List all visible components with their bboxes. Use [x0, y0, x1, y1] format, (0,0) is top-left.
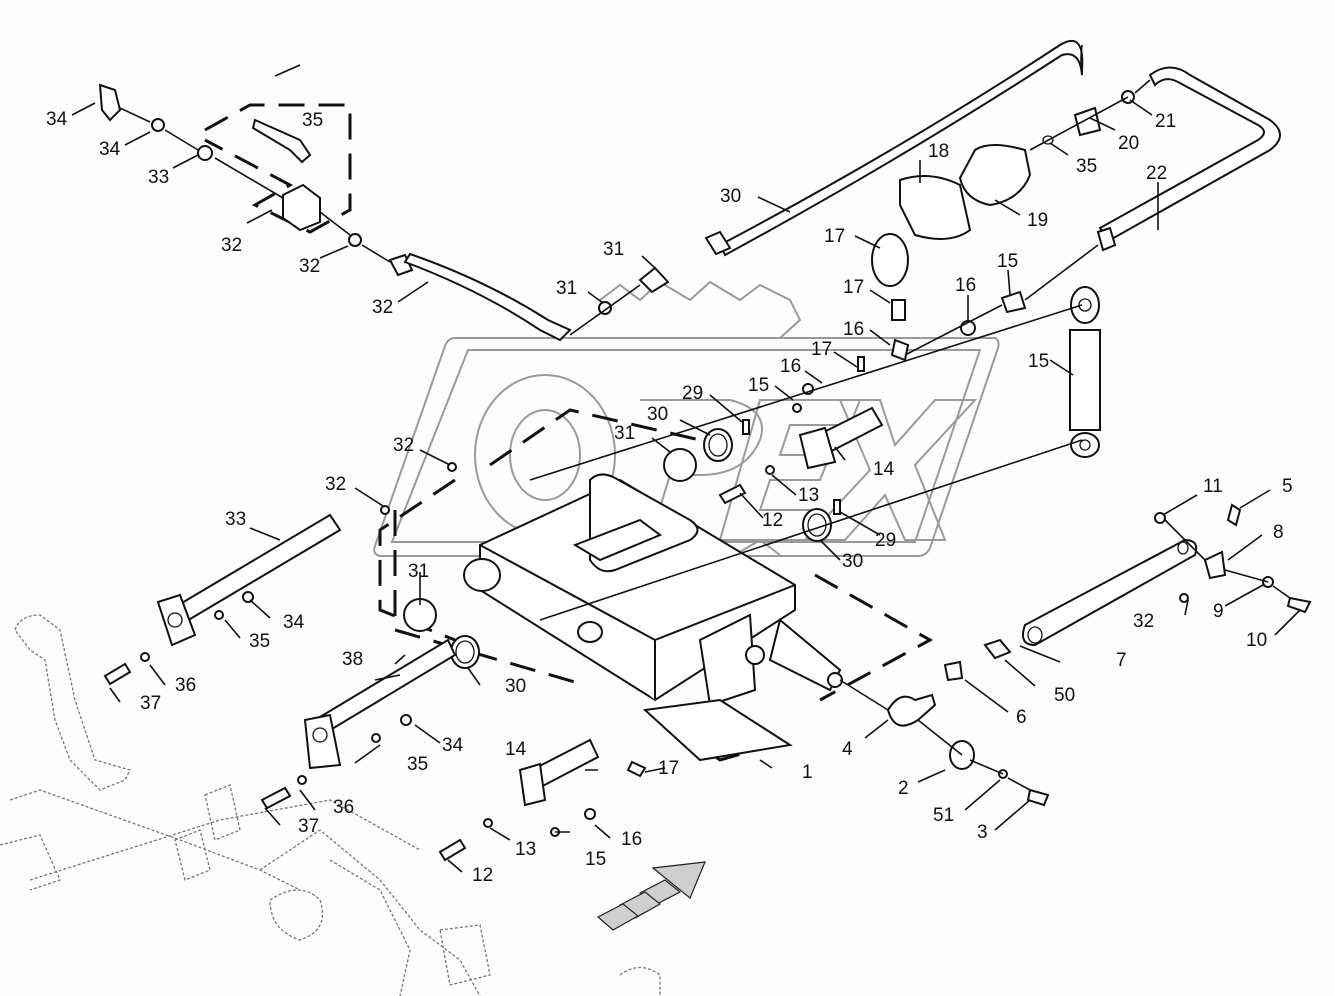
- callout-51[interactable]: 51: [933, 805, 955, 826]
- callout-5[interactable]: 5: [1282, 476, 1293, 497]
- callout-49[interactable]: 35: [1076, 156, 1098, 177]
- callout-19[interactable]: 15: [997, 251, 1019, 272]
- callout-24[interactable]: 18: [928, 141, 950, 162]
- direction-arrow-icon: [596, 861, 706, 931]
- callout-25[interactable]: 19: [1027, 210, 1049, 231]
- callout-18[interactable]: 15: [1028, 351, 1050, 372]
- callout-30-middle[interactable]: 30: [842, 551, 864, 572]
- callout-leader-lines: [71, 64, 1301, 873]
- callout-47[interactable]: 34: [46, 109, 68, 130]
- callout-9[interactable]: 9: [1213, 601, 1224, 622]
- pins-14: [380, 356, 884, 862]
- callout-12-upper[interactable]: 12: [762, 510, 784, 531]
- callout-29-upper[interactable]: 29: [682, 383, 704, 404]
- callout-29-lower[interactable]: 29: [875, 530, 897, 551]
- callout-30-upper[interactable]: 30: [647, 404, 669, 425]
- callout-31-lower[interactable]: 31: [408, 561, 430, 582]
- callout-32-right[interactable]: 32: [1133, 611, 1155, 632]
- callout-27[interactable]: 21: [1155, 111, 1177, 132]
- callout-17-lower[interactable]: 17: [658, 758, 680, 779]
- callout-36-upper[interactable]: 36: [175, 675, 197, 696]
- callout-16-upper[interactable]: 16: [780, 356, 802, 377]
- callout-14-lower[interactable]: 14: [505, 739, 527, 760]
- callout-45[interactable]: 33: [148, 167, 170, 188]
- callout-42[interactable]: 32: [372, 297, 394, 318]
- callout-11[interactable]: 11: [1203, 476, 1223, 497]
- hydraulic-lines: [348, 39, 1281, 362]
- callout-21[interactable]: 16: [843, 319, 865, 340]
- callout-46[interactable]: 34: [99, 139, 121, 160]
- callout-28[interactable]: 22: [1146, 163, 1168, 184]
- link-arm: [839, 503, 1312, 807]
- callout-34-lower[interactable]: 34: [442, 735, 464, 756]
- opex-watermark: [373, 280, 1000, 562]
- callout-26[interactable]: 20: [1118, 133, 1140, 154]
- callout-16-lower[interactable]: 16: [621, 829, 643, 850]
- callout-38[interactable]: 38: [342, 649, 364, 670]
- callout-43[interactable]: 32: [299, 256, 321, 277]
- callout-48[interactable]: 35: [302, 110, 324, 131]
- callout-37-lower[interactable]: 37: [298, 816, 320, 837]
- callout-36-lower[interactable]: 36: [333, 797, 355, 818]
- callout-1[interactable]: 1: [802, 762, 813, 783]
- hydraulic-cylinder: [529, 286, 1101, 621]
- callout-15-lower[interactable]: 15: [585, 849, 607, 870]
- pivot-pins: [103, 513, 457, 810]
- callout-2[interactable]: 2: [898, 778, 909, 799]
- callout-37-upper[interactable]: 37: [140, 693, 162, 714]
- tractor-frame-outline: [0, 614, 661, 996]
- callout-50[interactable]: 50: [1054, 685, 1076, 706]
- callout-39[interactable]: 30: [720, 186, 742, 207]
- valve-block-assembly: [98, 83, 391, 263]
- callout-32-upper[interactable]: 32: [393, 435, 415, 456]
- callout-15-upper[interactable]: 15: [748, 375, 770, 396]
- swing-frame: [463, 473, 843, 762]
- callout-8[interactable]: 8: [1273, 522, 1284, 543]
- callout-13-lower[interactable]: 13: [515, 839, 537, 860]
- callout-7[interactable]: 7: [1116, 650, 1127, 671]
- callout-3[interactable]: 3: [977, 822, 988, 843]
- callout-23[interactable]: 17: [824, 226, 846, 247]
- callout-22[interactable]: 17: [843, 277, 865, 298]
- callout-34-upper[interactable]: 34: [283, 612, 305, 633]
- callout-17-upper-label[interactable]: 17: [811, 339, 833, 360]
- callout-4[interactable]: 4: [842, 739, 853, 760]
- callout-33[interactable]: 33: [225, 509, 247, 530]
- callout-20[interactable]: 16: [955, 275, 977, 296]
- callout-30-lower[interactable]: 30: [505, 676, 527, 697]
- callout-35-upper[interactable]: 35: [249, 631, 271, 652]
- callout-13-upper[interactable]: 13: [798, 485, 820, 506]
- bushings: [403, 428, 832, 669]
- callout-10[interactable]: 10: [1246, 630, 1268, 651]
- callout-40[interactable]: 31: [603, 239, 625, 260]
- callout-32-middle[interactable]: 32: [325, 474, 347, 495]
- callout-12-lower[interactable]: 12: [472, 865, 494, 886]
- callout-14-upper[interactable]: 14: [873, 459, 895, 480]
- callout-6[interactable]: 6: [1016, 707, 1027, 728]
- callout-44[interactable]: 32: [221, 235, 243, 256]
- callout-41[interactable]: 31: [556, 278, 578, 299]
- callout-35-lower[interactable]: 35: [407, 754, 429, 775]
- callout-31-upper[interactable]: 31: [614, 423, 636, 444]
